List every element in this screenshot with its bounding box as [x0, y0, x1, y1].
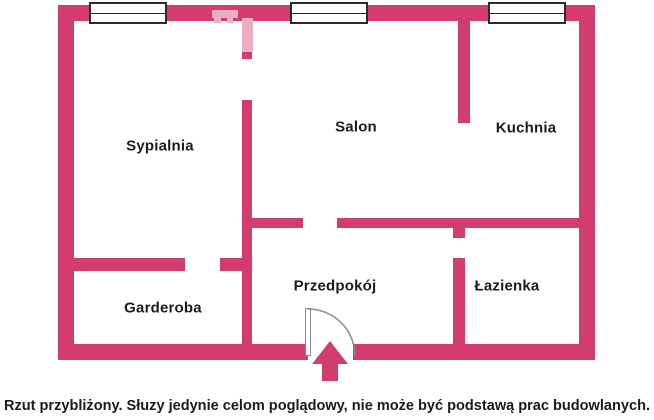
wall-segment	[242, 100, 252, 344]
room-label-przedpokoj: Przedpokój	[293, 277, 377, 295]
window-icon	[488, 2, 566, 24]
window-icon	[290, 2, 368, 24]
room-label-garderoba: Garderoba	[124, 299, 202, 317]
watermark	[242, 18, 253, 52]
disclaimer-caption: Rzut przybliżony. Słuzy jedynie celom po…	[4, 397, 650, 414]
caption-container: Rzut przybliżony. Słuzy jedynie celom po…	[4, 397, 650, 414]
entrance-arrow-icon	[312, 341, 348, 381]
window-pane-line	[292, 13, 366, 14]
wall-segment	[453, 228, 465, 238]
watermark	[212, 10, 238, 18]
window-pane-line	[490, 13, 564, 14]
wall-segment	[58, 5, 74, 360]
window-icon	[89, 2, 167, 24]
room-label-kuchnia: Kuchnia	[495, 119, 557, 137]
door-swing-icon	[307, 308, 356, 357]
wall-segment	[458, 21, 470, 123]
wall-segment	[337, 218, 579, 228]
room-label-lazienka: Łazienka	[474, 277, 540, 295]
wall-segment	[74, 258, 185, 271]
wall-segment	[453, 258, 465, 344]
room-label-sypialnia: Sypialnia	[126, 137, 194, 155]
wall-segment	[252, 218, 303, 228]
wall-segment	[368, 5, 488, 21]
watermark	[227, 18, 233, 23]
wall-segment	[353, 344, 595, 360]
room-label-salon: Salon	[335, 118, 377, 136]
watermark	[214, 18, 221, 23]
window-pane-line	[91, 13, 165, 14]
wall-segment	[579, 5, 595, 360]
wall-segment	[58, 344, 308, 360]
wall-segment	[220, 258, 242, 271]
